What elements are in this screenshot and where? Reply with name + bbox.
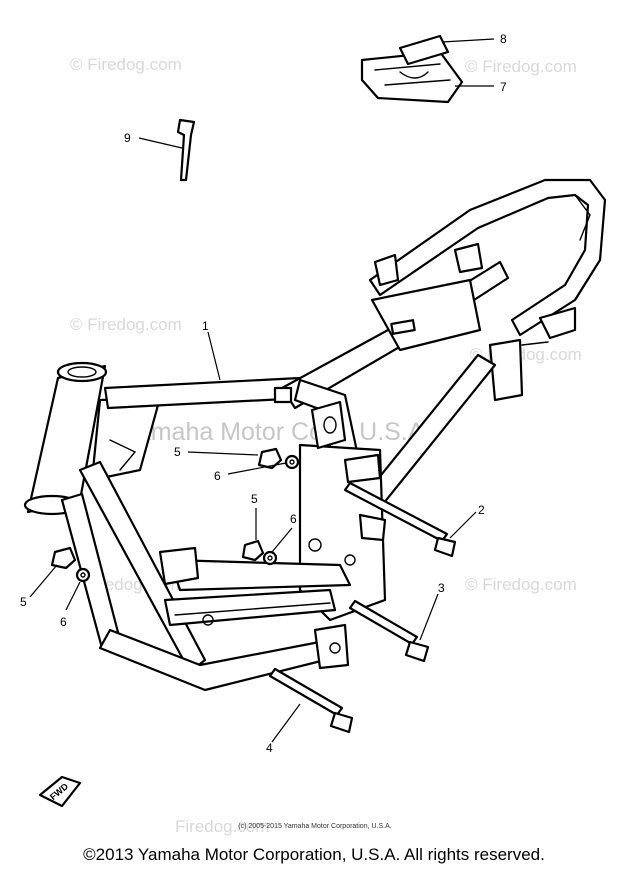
callout-6-left: 6 (60, 615, 67, 629)
callout-6-mid: 6 (290, 512, 297, 526)
nut-5-left (50, 546, 77, 570)
fine-print-copyright: (c) 2005-2015 Yamaha Motor Corporation, … (238, 823, 391, 830)
callout-5-upper: 5 (174, 445, 181, 459)
washer-6-upper (284, 454, 300, 470)
nut-5-mid (241, 539, 265, 562)
callout-9: 9 (124, 131, 131, 145)
callout-5-left: 5 (20, 595, 27, 609)
callout-6-upper: 6 (214, 469, 221, 483)
callout-4: 4 (266, 741, 273, 755)
callout-1: 1 (202, 319, 209, 333)
leader-lines (29, 38, 495, 743)
watermark-corporation: Yamaha Motor Corp. U.S.A. (122, 418, 431, 446)
callout-5-mid: 5 (251, 492, 258, 506)
clip-8 (398, 34, 450, 66)
watermark-top-left: © Firedog.com (70, 55, 182, 74)
callout-3: 3 (438, 581, 445, 595)
motorcycle-frame (23, 178, 607, 692)
watermark-lower-right: © Firedog.com (465, 575, 577, 594)
callout-7: 7 (500, 80, 507, 94)
pin-9 (176, 118, 196, 182)
washer-6-mid (262, 550, 278, 566)
bolt-3 (348, 599, 430, 663)
watermark-bottom: Firedog.com (175, 817, 269, 836)
callout-2: 2 (478, 503, 485, 517)
watermark-mid-left: © Firedog.com (70, 315, 182, 334)
nut-5-upper (257, 447, 283, 470)
copyright-notice: ©2013 Yamaha Motor Corporation, U.S.A. A… (83, 845, 545, 864)
callout-8: 8 (500, 32, 507, 46)
watermark-top-right: © Firedog.com (465, 57, 577, 76)
bolt-2 (343, 481, 457, 558)
fwd-arrow: FWD (38, 775, 82, 808)
washer-6-left (75, 567, 91, 583)
bolt-4 (268, 667, 354, 734)
